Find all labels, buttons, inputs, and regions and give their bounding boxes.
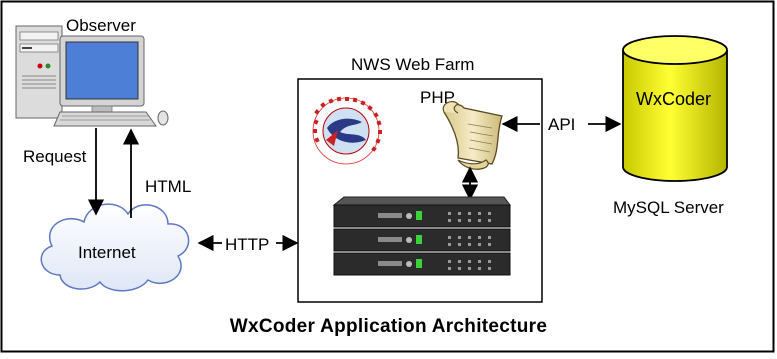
observer-label: Observer	[66, 16, 136, 35]
nws-logo	[312, 96, 382, 165]
api-label: API	[548, 115, 576, 134]
mysql-server-label: MySQL Server	[613, 198, 724, 217]
diagram-caption: WxCoder Application Architecture	[229, 316, 548, 337]
request-label: Request	[23, 147, 87, 166]
internet-cloud	[40, 203, 190, 292]
php-label: PHP	[420, 88, 455, 107]
server-rack-icon	[332, 196, 511, 276]
database-label: WxCoder	[636, 89, 712, 109]
computer-icon	[15, 25, 169, 127]
php-scroll-icon	[442, 100, 503, 170]
internet-label: Internet	[78, 243, 136, 262]
web-farm-label: NWS Web Farm	[351, 55, 475, 74]
html-label: HTML	[145, 177, 192, 196]
http-label: HTTP	[225, 235, 270, 254]
database-cylinder	[622, 35, 728, 182]
